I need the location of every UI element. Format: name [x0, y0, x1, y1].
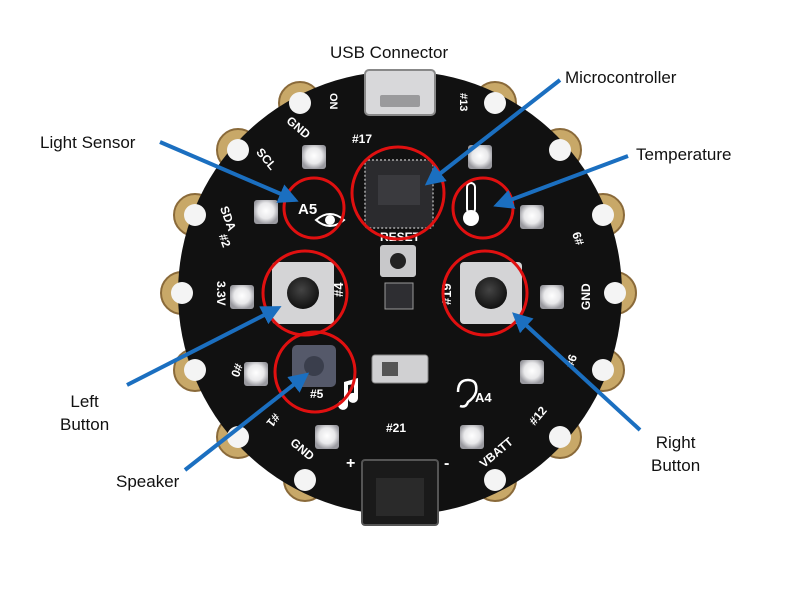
arrow-temperature — [493, 154, 629, 209]
label-microcontroller: Microcontroller — [565, 68, 677, 87]
left-push-button — [272, 262, 334, 324]
arrow-microcontroller — [424, 78, 562, 186]
led — [460, 425, 484, 449]
silk-label-pin21: #21 — [386, 421, 406, 435]
silk-label-reset: RESET — [380, 230, 421, 244]
slide-switch — [371, 354, 429, 384]
silk-label-pin2: #2 — [216, 232, 234, 250]
led — [520, 205, 544, 229]
highlight-speaker — [273, 330, 357, 414]
right-button-cap — [475, 277, 507, 309]
pad-hole — [604, 282, 626, 304]
pad-hole — [592, 204, 614, 226]
silk-label-a5: A5 — [298, 201, 317, 218]
microcontroller-chip — [364, 159, 434, 229]
silk-label-pin9: #9 — [569, 229, 587, 247]
pad-hole — [549, 426, 571, 448]
silk-label-pin17: #17 — [352, 132, 372, 146]
arrow-left-button — [126, 306, 282, 387]
arrow-speaker — [183, 372, 310, 472]
eye-icon — [314, 213, 346, 227]
label-temperature: Temperature — [636, 145, 732, 164]
chip-marking — [378, 175, 420, 205]
silk-label-minus: - — [444, 455, 449, 472]
label-light-sensor: Light Sensor — [40, 133, 136, 152]
usb-connector — [364, 69, 436, 116]
led — [540, 285, 564, 309]
silk-label-plus: + — [346, 455, 355, 472]
pad-hole — [592, 359, 614, 381]
right-push-button — [460, 262, 522, 324]
highlight-light-sensor — [282, 176, 346, 240]
neopixel-leds — [230, 145, 564, 449]
pad-hole — [484, 92, 506, 114]
highlight-microcontroller — [350, 145, 446, 241]
label-left-button-line2: Button — [60, 415, 110, 434]
led — [468, 145, 492, 169]
pad-hole — [484, 469, 506, 491]
pad-hole — [171, 282, 193, 304]
silk-label-pin13: #13 — [457, 93, 469, 111]
led — [302, 145, 326, 169]
usb-connector-port — [380, 95, 420, 107]
pad-hole — [549, 139, 571, 161]
led — [254, 200, 278, 224]
silk-label-pin4: #4 — [331, 282, 346, 297]
accelerometer-chip — [384, 282, 414, 310]
silk-label-pin0: #0 — [228, 362, 246, 380]
ear-icon — [456, 378, 478, 408]
silk-label-gnd-right: GND — [579, 283, 593, 310]
led — [244, 362, 268, 386]
label-left-button-line1: Left — [70, 392, 99, 411]
arrow-light-sensor — [159, 140, 299, 203]
label-usb-connector: USB Connector — [330, 43, 449, 62]
pad-hole — [227, 139, 249, 161]
thermometer-icon — [463, 182, 479, 226]
silk-label-pin5: #5 — [310, 387, 324, 401]
label-speaker: Speaker — [116, 472, 180, 491]
speaker-grille — [304, 356, 324, 376]
pad-holes — [171, 92, 626, 491]
callout-arrows — [126, 78, 642, 472]
label-right-button-line2: Button — [651, 456, 701, 475]
led — [315, 425, 339, 449]
left-button-cap — [287, 277, 319, 309]
led — [520, 360, 544, 384]
silk-label-3v: 3.3V — [214, 281, 228, 306]
label-left-button: Left Button — [60, 390, 109, 436]
led — [230, 285, 254, 309]
silk-label-a4: A4 — [475, 390, 492, 405]
reset-button-cap — [390, 253, 406, 269]
pad-hole — [184, 204, 206, 226]
battery-connector-slot — [376, 478, 424, 516]
label-right-button: Right Button — [651, 431, 700, 477]
pad-hole — [289, 92, 311, 114]
slide-switch-knob — [382, 362, 398, 376]
pad-hole — [184, 359, 206, 381]
highlight-right-button — [441, 249, 529, 337]
arrow-right-button — [512, 312, 642, 432]
reset-button — [380, 245, 416, 277]
usb-connector-body — [364, 69, 436, 116]
silk-label-on: ON — [327, 93, 339, 110]
label-right-button-line1: Right — [655, 433, 696, 452]
highlight-circles — [261, 145, 529, 414]
highlight-left-button — [261, 249, 349, 337]
silk-label-pin19: #19 — [439, 283, 454, 305]
pad-hole — [294, 469, 316, 491]
